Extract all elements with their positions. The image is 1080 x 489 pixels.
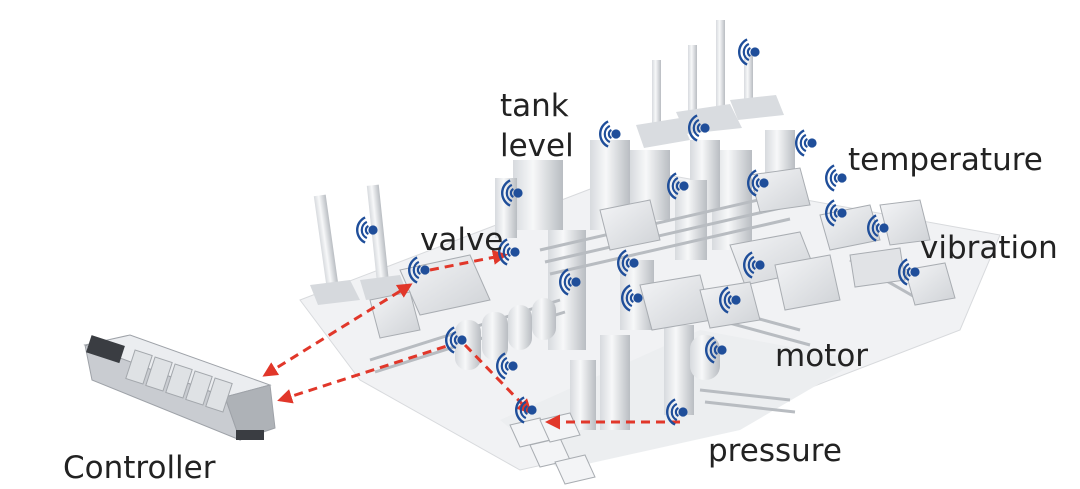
wireless-sensor-icon [667, 172, 689, 200]
sensor-markers [356, 38, 920, 426]
label-valve: valve [420, 222, 504, 258]
pressure-boxes [509, 412, 596, 485]
label-motor: motor [775, 338, 869, 374]
wireless-sensor-icon [825, 199, 847, 227]
label-pressure: pressure [708, 433, 842, 469]
label-tank: tank [500, 88, 569, 124]
wireless-sensor-icon [498, 238, 520, 266]
controller-icon [83, 334, 276, 441]
wireless-sensor-icon [356, 216, 378, 244]
wireless-sensor-icon [795, 129, 817, 157]
link-valve-tank [429, 249, 508, 272]
wireless-sensor-icon [408, 256, 430, 284]
wireless-sensor-icon [617, 249, 639, 277]
wireless-sensor-icon [738, 38, 760, 66]
wireless-sensor-icon [898, 258, 920, 286]
wireless-sensor-icon [867, 214, 889, 242]
wireless-sensor-icon [599, 120, 621, 148]
wireless-sensor-icon [688, 114, 710, 142]
wireless-sensor-icon [743, 251, 765, 279]
label-temperature: temperature [848, 142, 1043, 178]
wireless-sensor-icon [445, 326, 467, 354]
wireless-sensor-icon [496, 352, 518, 380]
storage-tanks [455, 298, 720, 380]
wireless-sensor-icon [501, 179, 523, 207]
wireless-sensor-icon [705, 336, 727, 364]
label-controller: Controller [63, 450, 216, 486]
wireless-sensor-icon [666, 398, 688, 426]
wireless-sensor-icon [719, 286, 741, 314]
wireless-sensor-icon [559, 268, 581, 296]
label-level: level [500, 128, 574, 164]
chimney-stacks [310, 20, 784, 305]
wireless-sensor-icon [825, 164, 847, 192]
wireless-sensor-icon [621, 284, 643, 312]
link-controller-valve [262, 283, 413, 377]
wireless-sensor-icon [747, 169, 769, 197]
label-vibration: vibration [920, 230, 1058, 266]
wireless-sensor-icon [515, 396, 537, 424]
